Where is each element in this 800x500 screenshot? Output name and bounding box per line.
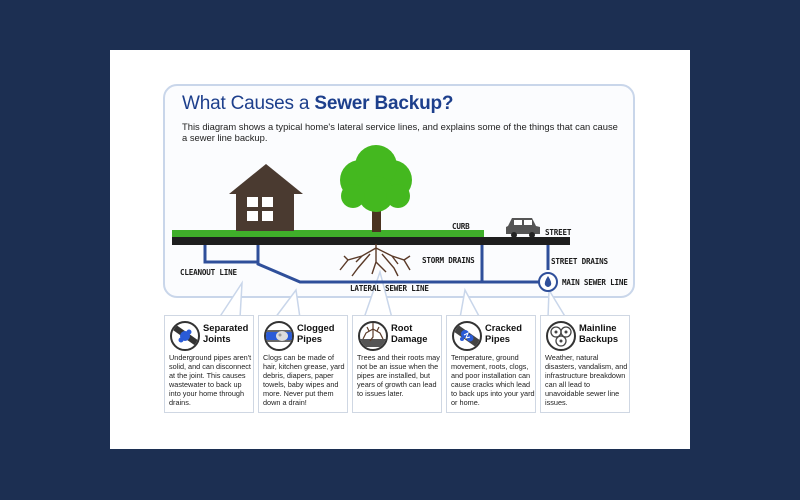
cause-box-cracked-pipes: Cracked Pipes Temperature, ground moveme… — [446, 315, 536, 413]
cause-box-clogged-pipes: Clogged Pipes Clogs can be made of hair,… — [258, 315, 348, 413]
cause-title: Mainline Backups — [579, 322, 619, 344]
label-main-sewer-line: MAIN SEWER LINE — [562, 278, 628, 287]
cause-title: Separated Joints — [203, 322, 249, 344]
pointer-clogged-pipes — [273, 288, 301, 319]
pointer-cracked-pipes — [459, 287, 482, 319]
lateral-sewer-pipe — [256, 245, 540, 284]
cause-box-separated-joints: Separated Joints Underground pipes aren'… — [164, 315, 254, 413]
callout-pointers — [217, 269, 568, 319]
pointer-separated-joints — [217, 280, 243, 319]
pipe-network — [203, 245, 550, 284]
water-drop-icon — [538, 272, 558, 292]
cracked-pipes-icon — [452, 321, 482, 351]
cause-body: Underground pipes aren't solid, and can … — [169, 353, 252, 407]
car-icon — [506, 218, 540, 238]
grass-strip — [172, 230, 484, 238]
cause-box-root-damage: Root Damage Trees and their roots may no… — [352, 315, 442, 413]
cause-title: Root Damage — [391, 322, 428, 344]
cause-body: Temperature, ground movement, roots, clo… — [451, 353, 535, 407]
pointer-root-damage — [362, 269, 393, 319]
cause-body: Weather, natural disasters, vandalism, a… — [545, 353, 628, 407]
clogged-pipes-icon — [264, 321, 294, 351]
tree-roots — [339, 244, 411, 277]
root-damage-icon — [358, 321, 388, 351]
label-cleanout-line: CLEANOUT LINE — [180, 268, 237, 277]
title-bold: Sewer Backup? — [314, 93, 454, 114]
cause-title: Cracked Pipes — [485, 322, 523, 344]
cleanout-line-pipe — [203, 245, 258, 264]
mainline-backups-icon — [546, 321, 576, 351]
cause-body: Clogs can be made of hair, kitchen greas… — [263, 353, 345, 407]
label-street-drains: STREET DRAINS — [551, 257, 608, 266]
cause-body: Trees and their roots may not be an issu… — [357, 353, 440, 398]
cause-box-mainline-backups: Mainline Backups Weather, natural disast… — [540, 315, 630, 413]
cause-title: Clogged Pipes — [297, 322, 335, 344]
tree-icon — [340, 145, 412, 232]
label-lateral-sewer-line: LATERAL SEWER LINE — [350, 284, 429, 293]
label-curb: CURB — [452, 222, 470, 231]
pointer-mainline-backups — [547, 287, 568, 319]
title-plain: What Causes a — [182, 93, 310, 114]
label-storm-drains: STORM DRAINS — [422, 256, 475, 265]
road-surface — [172, 237, 570, 245]
label-street: STREET — [545, 228, 572, 237]
separated-joints-icon — [170, 321, 200, 351]
house-icon — [229, 164, 303, 231]
diagram-subtitle: This diagram shows a typical home's late… — [182, 121, 618, 143]
diagram-title: What Causes a Sewer Backup? — [182, 93, 453, 115]
